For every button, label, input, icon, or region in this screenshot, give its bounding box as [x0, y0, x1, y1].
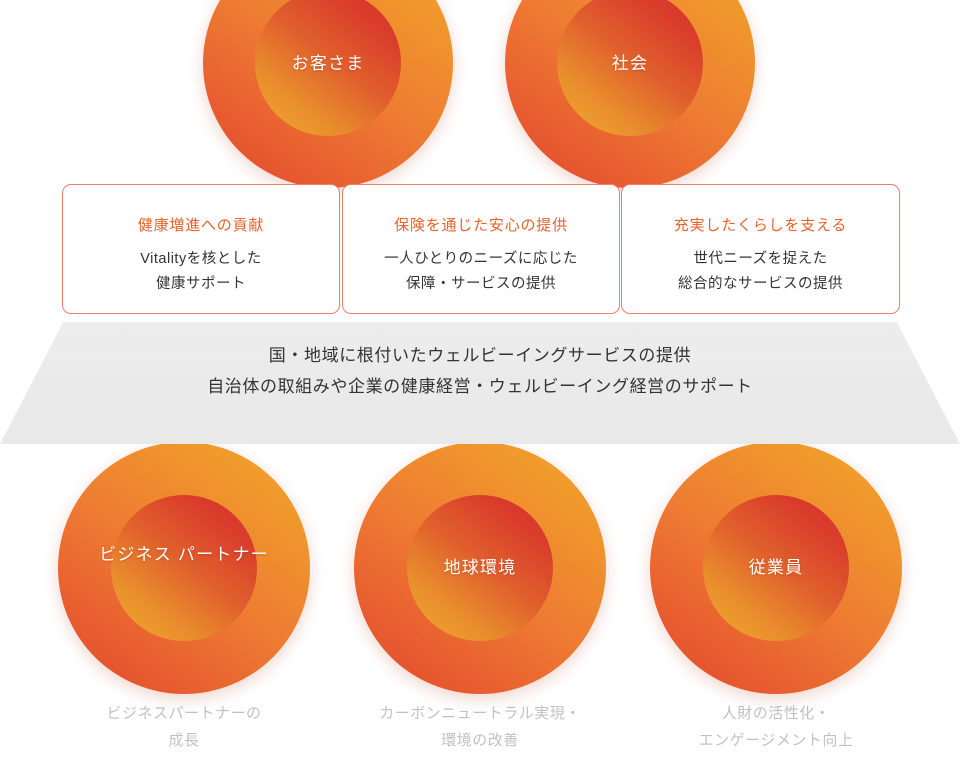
outcome-caption-business-partner: ビジネスパートナーの 成長	[34, 700, 334, 754]
outcome-caption-line: カーボンニュートラル実現・	[379, 705, 581, 722]
concentric-circle-core-icon	[703, 495, 849, 641]
value-card-body-line: 総合的なサービスの提供	[678, 276, 843, 292]
value-card-health[interactable]: 健康増進への貢献 Vitalityを核とした 健康サポート	[62, 184, 340, 314]
outcome-caption-line: エンゲージメント向上	[698, 732, 854, 749]
stakeholder-circle-society[interactable]: 社会	[505, 0, 755, 188]
outcome-caption-line: 人財の活性化・	[721, 705, 831, 722]
value-card-body: 一人ひとりのニーズに応じた 保障・サービスの提供	[343, 247, 619, 297]
stakeholder-circle-business-partner[interactable]: ビジネス パートナー	[58, 442, 310, 694]
value-card-body-line: Vitalityを核とした	[140, 251, 262, 267]
platform-base	[0, 322, 960, 444]
outcome-caption-line: ビジネスパートナーの	[106, 705, 262, 722]
platform-description-line: 自治体の取組みや企業の健康経営・ウェルビーイング経営のサポート	[207, 377, 753, 396]
outcome-caption-line: 成長	[168, 732, 200, 749]
stakeholder-circle-customer[interactable]: お客さま	[203, 0, 453, 188]
value-card-body-line: 健康サポート	[156, 276, 246, 292]
value-card-body-line: 一人ひとりのニーズに応じた	[384, 251, 578, 267]
value-card-body-line: 保障・サービスの提供	[406, 276, 556, 292]
concentric-circle-core-icon	[407, 495, 553, 641]
platform-description-line: 国・地域に根付いたウェルビーイングサービスの提供	[268, 346, 692, 365]
stakeholder-circle-employee[interactable]: 従業員	[650, 442, 902, 694]
concentric-circle-core-icon	[255, 0, 401, 136]
value-card-body-line: 世代ニーズを捉えた	[693, 251, 828, 267]
outcome-caption-employee: 人財の活性化・ エンゲージメント向上	[626, 700, 926, 754]
stakeholder-circle-earth-environment[interactable]: 地球環境	[354, 442, 606, 694]
concentric-circle-core-icon	[111, 495, 257, 641]
platform-description: 国・地域に根付いたウェルビーイングサービスの提供 自治体の取組みや企業の健康経営…	[0, 340, 960, 402]
value-card-life[interactable]: 充実したくらしを支える 世代ニーズを捉えた 総合的なサービスの提供	[621, 184, 900, 314]
concentric-circle-core-icon	[557, 0, 703, 136]
value-card-insurance[interactable]: 保険を通じた安心の提供 一人ひとりのニーズに応じた 保障・サービスの提供	[342, 184, 620, 314]
outcome-caption-line: 環境の改善	[441, 732, 519, 749]
value-card-body: 世代ニーズを捉えた 総合的なサービスの提供	[622, 247, 899, 297]
value-card-title: 充実したくらしを支える	[673, 217, 848, 234]
value-card-title: 健康増進への貢献	[137, 217, 265, 234]
value-card-body: Vitalityを核とした 健康サポート	[63, 247, 339, 297]
outcome-caption-earth-environment: カーボンニュートラル実現・ 環境の改善	[330, 700, 630, 754]
value-card-title: 保険を通じた安心の提供	[394, 217, 568, 234]
